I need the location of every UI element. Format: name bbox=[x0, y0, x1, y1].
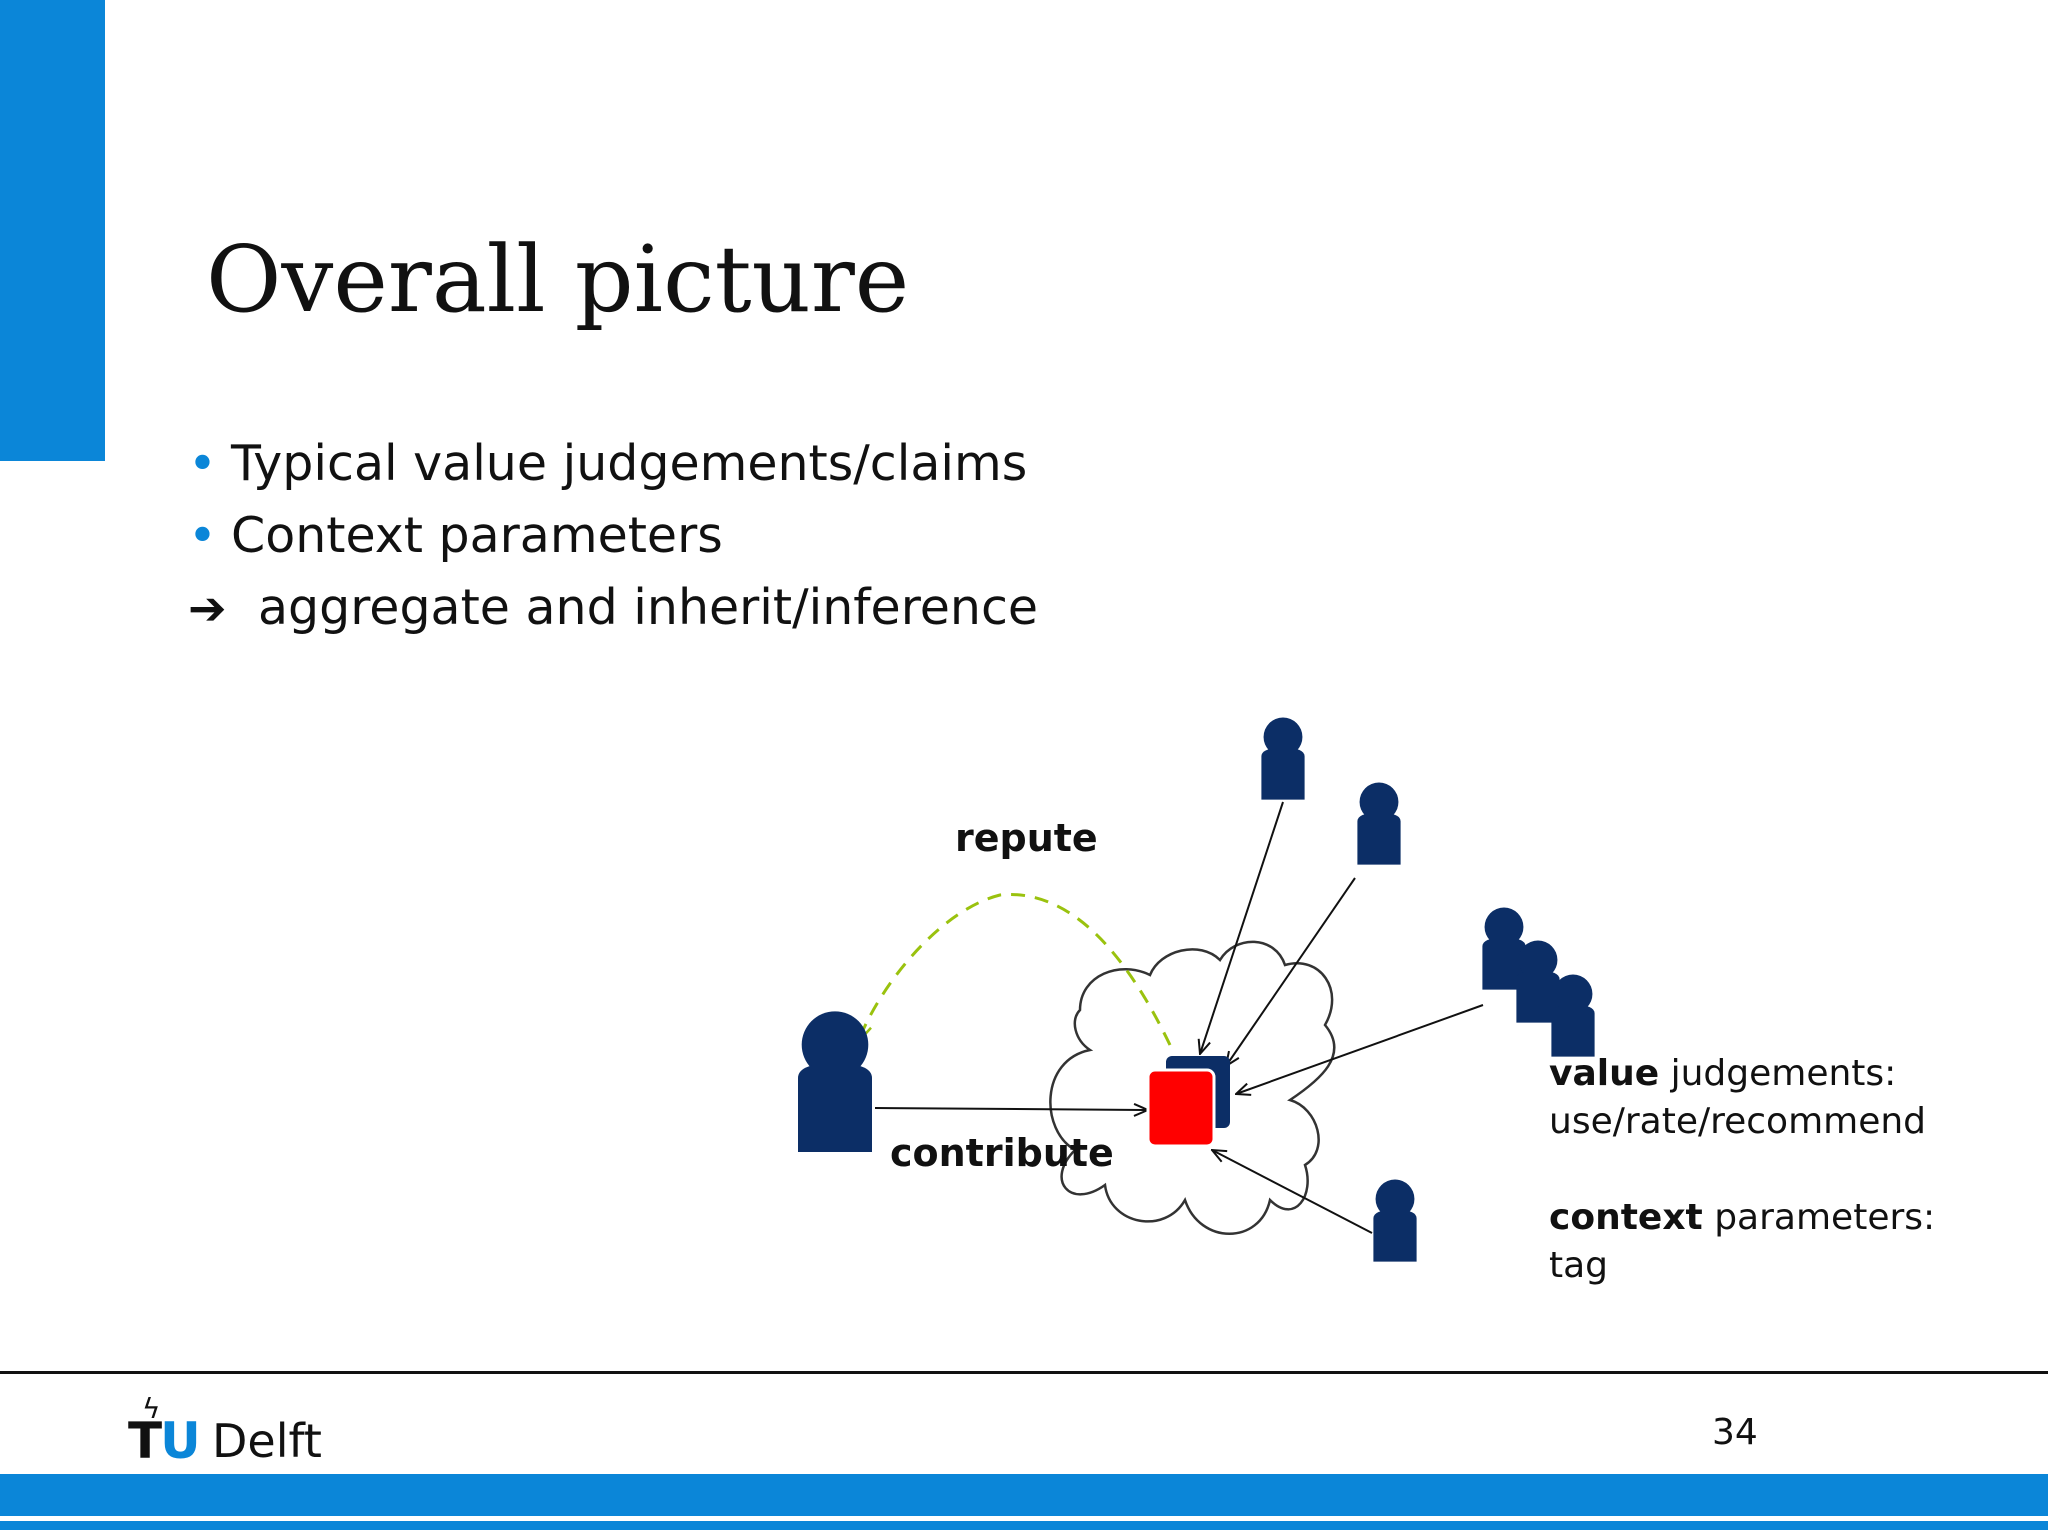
legend-value-text: judgements: bbox=[1659, 1053, 1897, 1094]
legend-spacer bbox=[1549, 1146, 1935, 1194]
user-icon bbox=[1373, 1179, 1417, 1262]
rating-arrow bbox=[1236, 1004, 1484, 1094]
bullet-text: Context parameters bbox=[231, 507, 723, 564]
legend-context-line: context parameters: bbox=[1549, 1194, 1935, 1242]
tudelft-logo: ϟ TU Delft bbox=[128, 1392, 338, 1470]
conclusion-text: aggregate and inherit/inference bbox=[258, 579, 1039, 636]
rating-arrow bbox=[1200, 801, 1284, 1054]
legend: value judgements: use/rate/recommend con… bbox=[1549, 1050, 1935, 1290]
slide-title: Overall picture bbox=[206, 226, 910, 333]
conclusion-item: ➔ aggregate and inherit/inference bbox=[188, 572, 1038, 644]
bullet-list: •Typical value judgements/claims •Contex… bbox=[188, 428, 1038, 644]
logo-tu: TU bbox=[128, 1412, 201, 1470]
legend-context-detail: tag bbox=[1549, 1245, 1609, 1286]
user-icon bbox=[1551, 974, 1595, 1057]
user-icon bbox=[1357, 782, 1401, 865]
footer-band bbox=[0, 1474, 2048, 1516]
arrow-right-icon: ➔ bbox=[188, 581, 227, 635]
bullet-item: •Typical value judgements/claims bbox=[188, 428, 1038, 500]
bullet-icon: • bbox=[188, 435, 217, 492]
accent-bar bbox=[0, 0, 105, 461]
bullet-icon: • bbox=[188, 507, 217, 564]
footer-divider bbox=[0, 1371, 2048, 1374]
page-number: 34 bbox=[1712, 1412, 1758, 1453]
bullet-text: Typical value judgements/claims bbox=[231, 435, 1028, 492]
flame-icon: ϟ bbox=[142, 1392, 161, 1425]
legend-context-bold: context bbox=[1549, 1197, 1703, 1238]
repute-label: repute bbox=[955, 816, 1098, 860]
contribute-arrow bbox=[874, 1108, 1148, 1110]
contributor-user-icon bbox=[798, 1011, 872, 1152]
logo-delft: Delft bbox=[212, 1414, 322, 1468]
legend-value-detail: use/rate/recommend bbox=[1549, 1101, 1927, 1142]
legend-value-line: value judgements: bbox=[1549, 1050, 1935, 1098]
logo-tu-text: TU bbox=[128, 1412, 201, 1470]
footer-stripe bbox=[0, 1521, 2048, 1530]
content-item bbox=[1146, 1068, 1216, 1148]
legend-value-bold: value bbox=[1549, 1053, 1660, 1094]
rating-arrow bbox=[1226, 877, 1356, 1066]
contribute-label: contribute bbox=[890, 1131, 1114, 1175]
bullet-item: •Context parameters bbox=[188, 500, 1038, 572]
tag-arrow bbox=[1212, 1150, 1373, 1234]
repute-arrow bbox=[856, 892, 1172, 1046]
legend-context-text: parameters: bbox=[1702, 1197, 1936, 1238]
user-icon bbox=[1261, 717, 1305, 800]
